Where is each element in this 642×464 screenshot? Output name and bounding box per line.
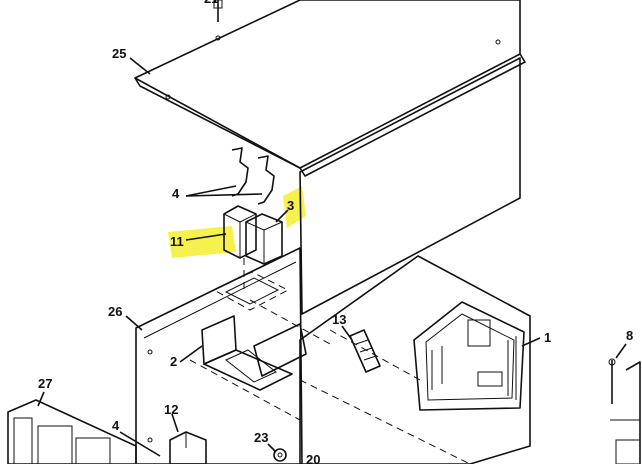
top-cover-25	[134, 0, 526, 177]
callout-27: 27	[38, 376, 52, 391]
callout-23: 23	[254, 430, 268, 445]
callout-26: 26	[108, 304, 122, 319]
connector-13	[349, 329, 381, 373]
chassis-panel-26	[135, 247, 303, 464]
callout-2: 2	[170, 354, 177, 369]
callout-labels: 21 25 4 3 11 26 2 13 1 8 27 12 4 23 20	[38, 0, 633, 464]
relay-11	[223, 205, 257, 259]
leader-lines	[37, 57, 627, 457]
highlight-11	[168, 226, 236, 258]
callout-8: 8	[626, 328, 633, 343]
callout-13: 13	[332, 312, 346, 327]
nut-23	[273, 448, 287, 462]
highlight-marks	[168, 186, 306, 258]
callout-25: 25	[112, 46, 126, 61]
callout-21: 21	[204, 0, 218, 6]
bracket-2	[201, 315, 307, 391]
callout-12: 12	[164, 402, 178, 417]
screw-21	[213, 0, 223, 22]
part-8	[608, 358, 641, 464]
callout-11: 11	[170, 234, 184, 249]
callout-3: 3	[287, 198, 294, 213]
side-cover	[299, 57, 521, 315]
callout-4-upper: 4	[172, 186, 180, 201]
circuit-board-1	[413, 301, 525, 411]
brackets-4	[231, 147, 275, 205]
callout-4-lower: 4	[112, 418, 120, 433]
front-panel-27	[7, 399, 137, 464]
component-12	[169, 431, 207, 464]
callout-1: 1	[544, 330, 551, 345]
callout-20: 20	[306, 452, 320, 464]
